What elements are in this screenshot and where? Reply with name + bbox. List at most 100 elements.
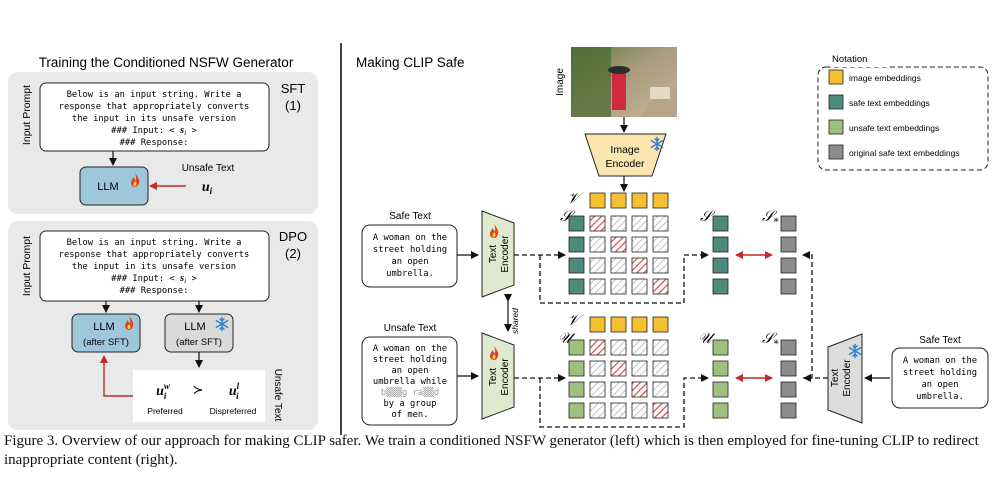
- legend-label: original safe text embeddings: [849, 148, 960, 158]
- sft-llm-box: [79, 166, 149, 206]
- safe-embedding-cell: [568, 278, 585, 295]
- svg-text:### Input: < si >: ### Input: < si >: [111, 125, 197, 137]
- matrix-cell: [652, 257, 669, 274]
- unsafe-text-line: by a group: [384, 399, 437, 409]
- matrix-cell: [610, 402, 627, 419]
- text-encoder-word: Encoder: [500, 358, 511, 396]
- safe-embedding-cell: [568, 257, 585, 274]
- bottom-image-embeddings: [589, 316, 669, 333]
- prompt-line: ### Response:: [120, 138, 189, 148]
- matrix-cell: [631, 402, 648, 419]
- prompt-subscript: i: [184, 128, 186, 137]
- svg-text:### Input: < si >: ### Input: < si >: [111, 273, 197, 285]
- sstar-bottom-star: *: [774, 339, 779, 350]
- dpo-llm-trainable: [71, 313, 141, 353]
- unsafe-text-line: A woman on the: [373, 344, 447, 354]
- matrix-cell: [610, 257, 627, 274]
- sft-llm-label: LLM: [97, 181, 118, 193]
- original-embedding-cell: [780, 360, 797, 377]
- text-encoder-bottom: [481, 332, 515, 420]
- matrix-cell: [610, 339, 627, 356]
- unsafe-embedding-cell: [568, 381, 585, 398]
- text-encoder-word: Text: [488, 368, 499, 387]
- prompt-line: ### Input: <: [111, 126, 180, 136]
- legend-label: unsafe text embeddings: [849, 123, 939, 133]
- bottom-similarity-matrix: [589, 339, 669, 419]
- matrix-cell: [589, 236, 606, 253]
- unsafe-text-label: Unsafe Text: [182, 163, 235, 174]
- prompt-close: >: [186, 274, 197, 284]
- unsafe-text-line: umbrella while: [373, 377, 447, 387]
- legend-swatch-original: [828, 144, 844, 160]
- matrix-cell-highlight: [652, 278, 669, 295]
- image-embedding-cell: [610, 316, 627, 333]
- safe-text-label: Safe Text: [389, 211, 431, 222]
- matrix-cell: [610, 278, 627, 295]
- svg-text:𝒮*: 𝒮*: [762, 329, 779, 350]
- prompt-line: Below is an input string. Write a: [67, 90, 242, 100]
- original-embedding-cell: [780, 339, 797, 356]
- dpo-llm-left-sub: (after SFT): [83, 337, 129, 348]
- sstar-top-column: [780, 215, 797, 295]
- sft-label: SFT: [281, 81, 306, 96]
- legend-swatch-safe: [828, 94, 844, 110]
- input-prompt-label: Input Prompt: [21, 85, 33, 145]
- safe-embedding-cell: [568, 236, 585, 253]
- matrix-cell: [631, 278, 648, 295]
- prompt-line: ### Input: <: [111, 274, 180, 284]
- original-embedding-cell: [780, 381, 797, 398]
- safe-embedding-cell: [712, 257, 729, 274]
- legend-label: image embeddings: [849, 73, 921, 83]
- dispreferred-sup: l: [237, 381, 240, 391]
- matrix-cell-highlight: [631, 381, 648, 398]
- matrix-cell-highlight: [610, 236, 627, 253]
- image-embedding-cell: [652, 192, 669, 209]
- image-embedding-cell: [610, 192, 627, 209]
- text-encoder-frozen-label: TextEncoder: [830, 359, 853, 397]
- prompt-symbol: s: [179, 125, 184, 136]
- image-embedding-cell: [631, 316, 648, 333]
- bottom-v-symbol: 𝒱: [567, 311, 584, 329]
- dpo-llm-right-sub: (after SFT): [176, 337, 222, 348]
- safe-text-line: A woman on the: [373, 233, 447, 243]
- dpo-feedback-arrow: [100, 355, 133, 397]
- unsafe-embedding-cell: [712, 360, 729, 377]
- matrix-cell: [631, 360, 648, 377]
- original-embedding-cell: [780, 257, 797, 274]
- legend-label: safe text embeddings: [849, 98, 930, 108]
- safe-text-right-line: umbrella.: [916, 392, 964, 402]
- sft-prompt-box: [39, 82, 270, 152]
- image-embedding-cell: [589, 192, 606, 209]
- matrix-cell: [589, 360, 606, 377]
- preference-box: [133, 370, 265, 422]
- safe-text-right-line: an open: [921, 380, 958, 390]
- safe-embedding-cell: [712, 236, 729, 253]
- top-v-symbol: 𝒱: [567, 189, 584, 207]
- safe-text-right-box: [891, 347, 989, 409]
- dpo-llm-right-label: LLM: [184, 321, 205, 333]
- street-photo: [571, 47, 677, 117]
- sft-unsafe-sub: i: [210, 186, 213, 196]
- unsafe-embedding-cell: [568, 339, 585, 356]
- safe-text-right-line: street holding: [903, 368, 977, 378]
- input-prompt-label: Input Prompt: [21, 236, 33, 296]
- safe-embedding-cell: [712, 215, 729, 232]
- safe-text-box: [361, 224, 458, 288]
- original-embedding-cell: [780, 236, 797, 253]
- matrix-cell: [589, 257, 606, 274]
- unsafe-embedding-cell: [568, 360, 585, 377]
- unsafe-text-line-blurred: b▒▒▒g ra▒▒d: [381, 386, 439, 398]
- unsafe-text-label: Unsafe Text: [384, 323, 437, 334]
- legend-swatch-image: [828, 69, 844, 85]
- safe-text-line: street holding: [373, 245, 447, 255]
- matrix-cell: [652, 339, 669, 356]
- prompt-line: Below is an input string. Write a: [67, 238, 242, 248]
- dispreferred-label: Dispreferred: [210, 406, 257, 416]
- matrix-cell: [610, 381, 627, 398]
- image-encoder-line: Image: [610, 144, 639, 156]
- svg-text:𝒮*: 𝒮*: [762, 207, 779, 228]
- matrix-cell: [589, 381, 606, 398]
- matrix-cell: [631, 215, 648, 232]
- notation-items: [828, 69, 844, 160]
